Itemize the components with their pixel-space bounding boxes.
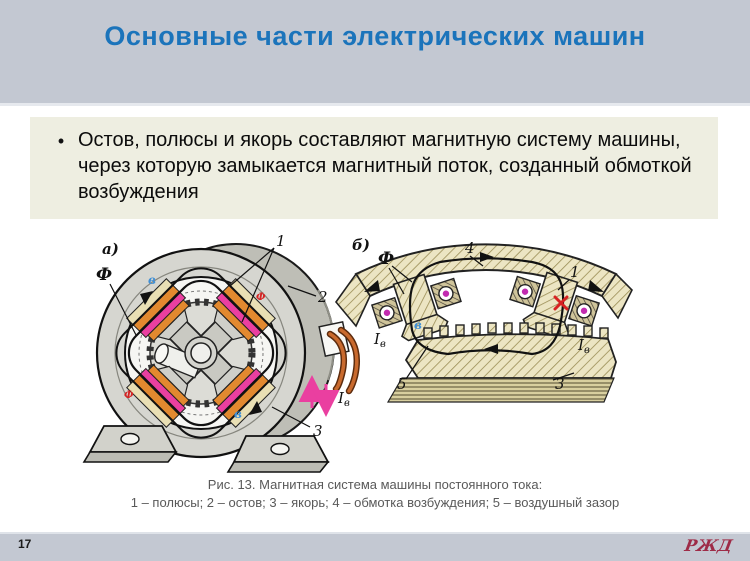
page-title: Основные части электрических машин <box>104 21 646 51</box>
shaft <box>154 343 204 379</box>
current-arrows <box>298 375 340 417</box>
caption-legend: 1 – полюсы; 2 – остов; 3 – якорь; 4 – об… <box>130 495 620 510</box>
flux-label-a: Ф <box>96 265 112 285</box>
yoke-end-right <box>601 272 633 320</box>
figure-caption: Рис. 13. Магнитная система машины постоя… <box>0 476 750 512</box>
part-label-2a: 2 <box>317 288 328 306</box>
rzd-logo: РЖД <box>683 536 734 555</box>
armature-section <box>386 322 617 403</box>
current-label-a: Iв <box>337 389 350 409</box>
mounting-feet <box>82 425 330 473</box>
current-label-b-left: Iв <box>373 330 386 350</box>
winding-mark-blue: в <box>148 273 156 287</box>
figure-area: а) Ф 1 2 3 Iв в в Ф Ф <box>66 230 726 476</box>
part-label-4b: 4 <box>464 239 475 257</box>
winding-mark-blue: в <box>234 407 242 421</box>
flux-label-b: Ф <box>378 249 394 269</box>
bullet-text: Остов, полюсы и якорь составляют магнитн… <box>78 129 692 203</box>
winding-mark-blue: в <box>414 318 422 332</box>
bullet-marker: • <box>57 131 65 151</box>
figure-view-a: а) Ф 1 2 3 Iв в в Ф Ф <box>82 232 360 473</box>
terminal-wires <box>318 320 360 395</box>
bullet-panel: • Остов, полюсы и якорь составляют магни… <box>30 117 718 219</box>
current-label-b-right: Iв <box>577 336 590 356</box>
part-label-3b: 3 <box>555 375 565 393</box>
footer-band <box>0 532 750 561</box>
view-a-label: а) <box>102 240 119 258</box>
page-number: 17 <box>18 537 32 551</box>
header-band: Основные части электрических машин <box>0 0 750 106</box>
flux-mark-red: Ф <box>124 390 134 401</box>
yoke-end-left <box>334 272 371 328</box>
part-label-1a: 1 <box>276 232 286 250</box>
part-label-1b: 1 <box>570 263 580 281</box>
part-label-5b: 5 <box>397 375 407 393</box>
flux-loop-section <box>364 252 604 356</box>
caption-title: Рис. 13. Магнитная система машины постоя… <box>207 477 543 492</box>
flux-mark-red: Ф <box>256 292 266 303</box>
part-label-3a: 3 <box>313 422 323 440</box>
figure-diagram: а) Ф 1 2 3 Iв в в Ф Ф <box>82 232 633 473</box>
figure-view-b: б) Ф 4 1 Iв Iв 5 3 в <box>334 236 633 403</box>
current-cross-mark <box>553 295 569 311</box>
view-b-label: б) <box>352 236 370 254</box>
